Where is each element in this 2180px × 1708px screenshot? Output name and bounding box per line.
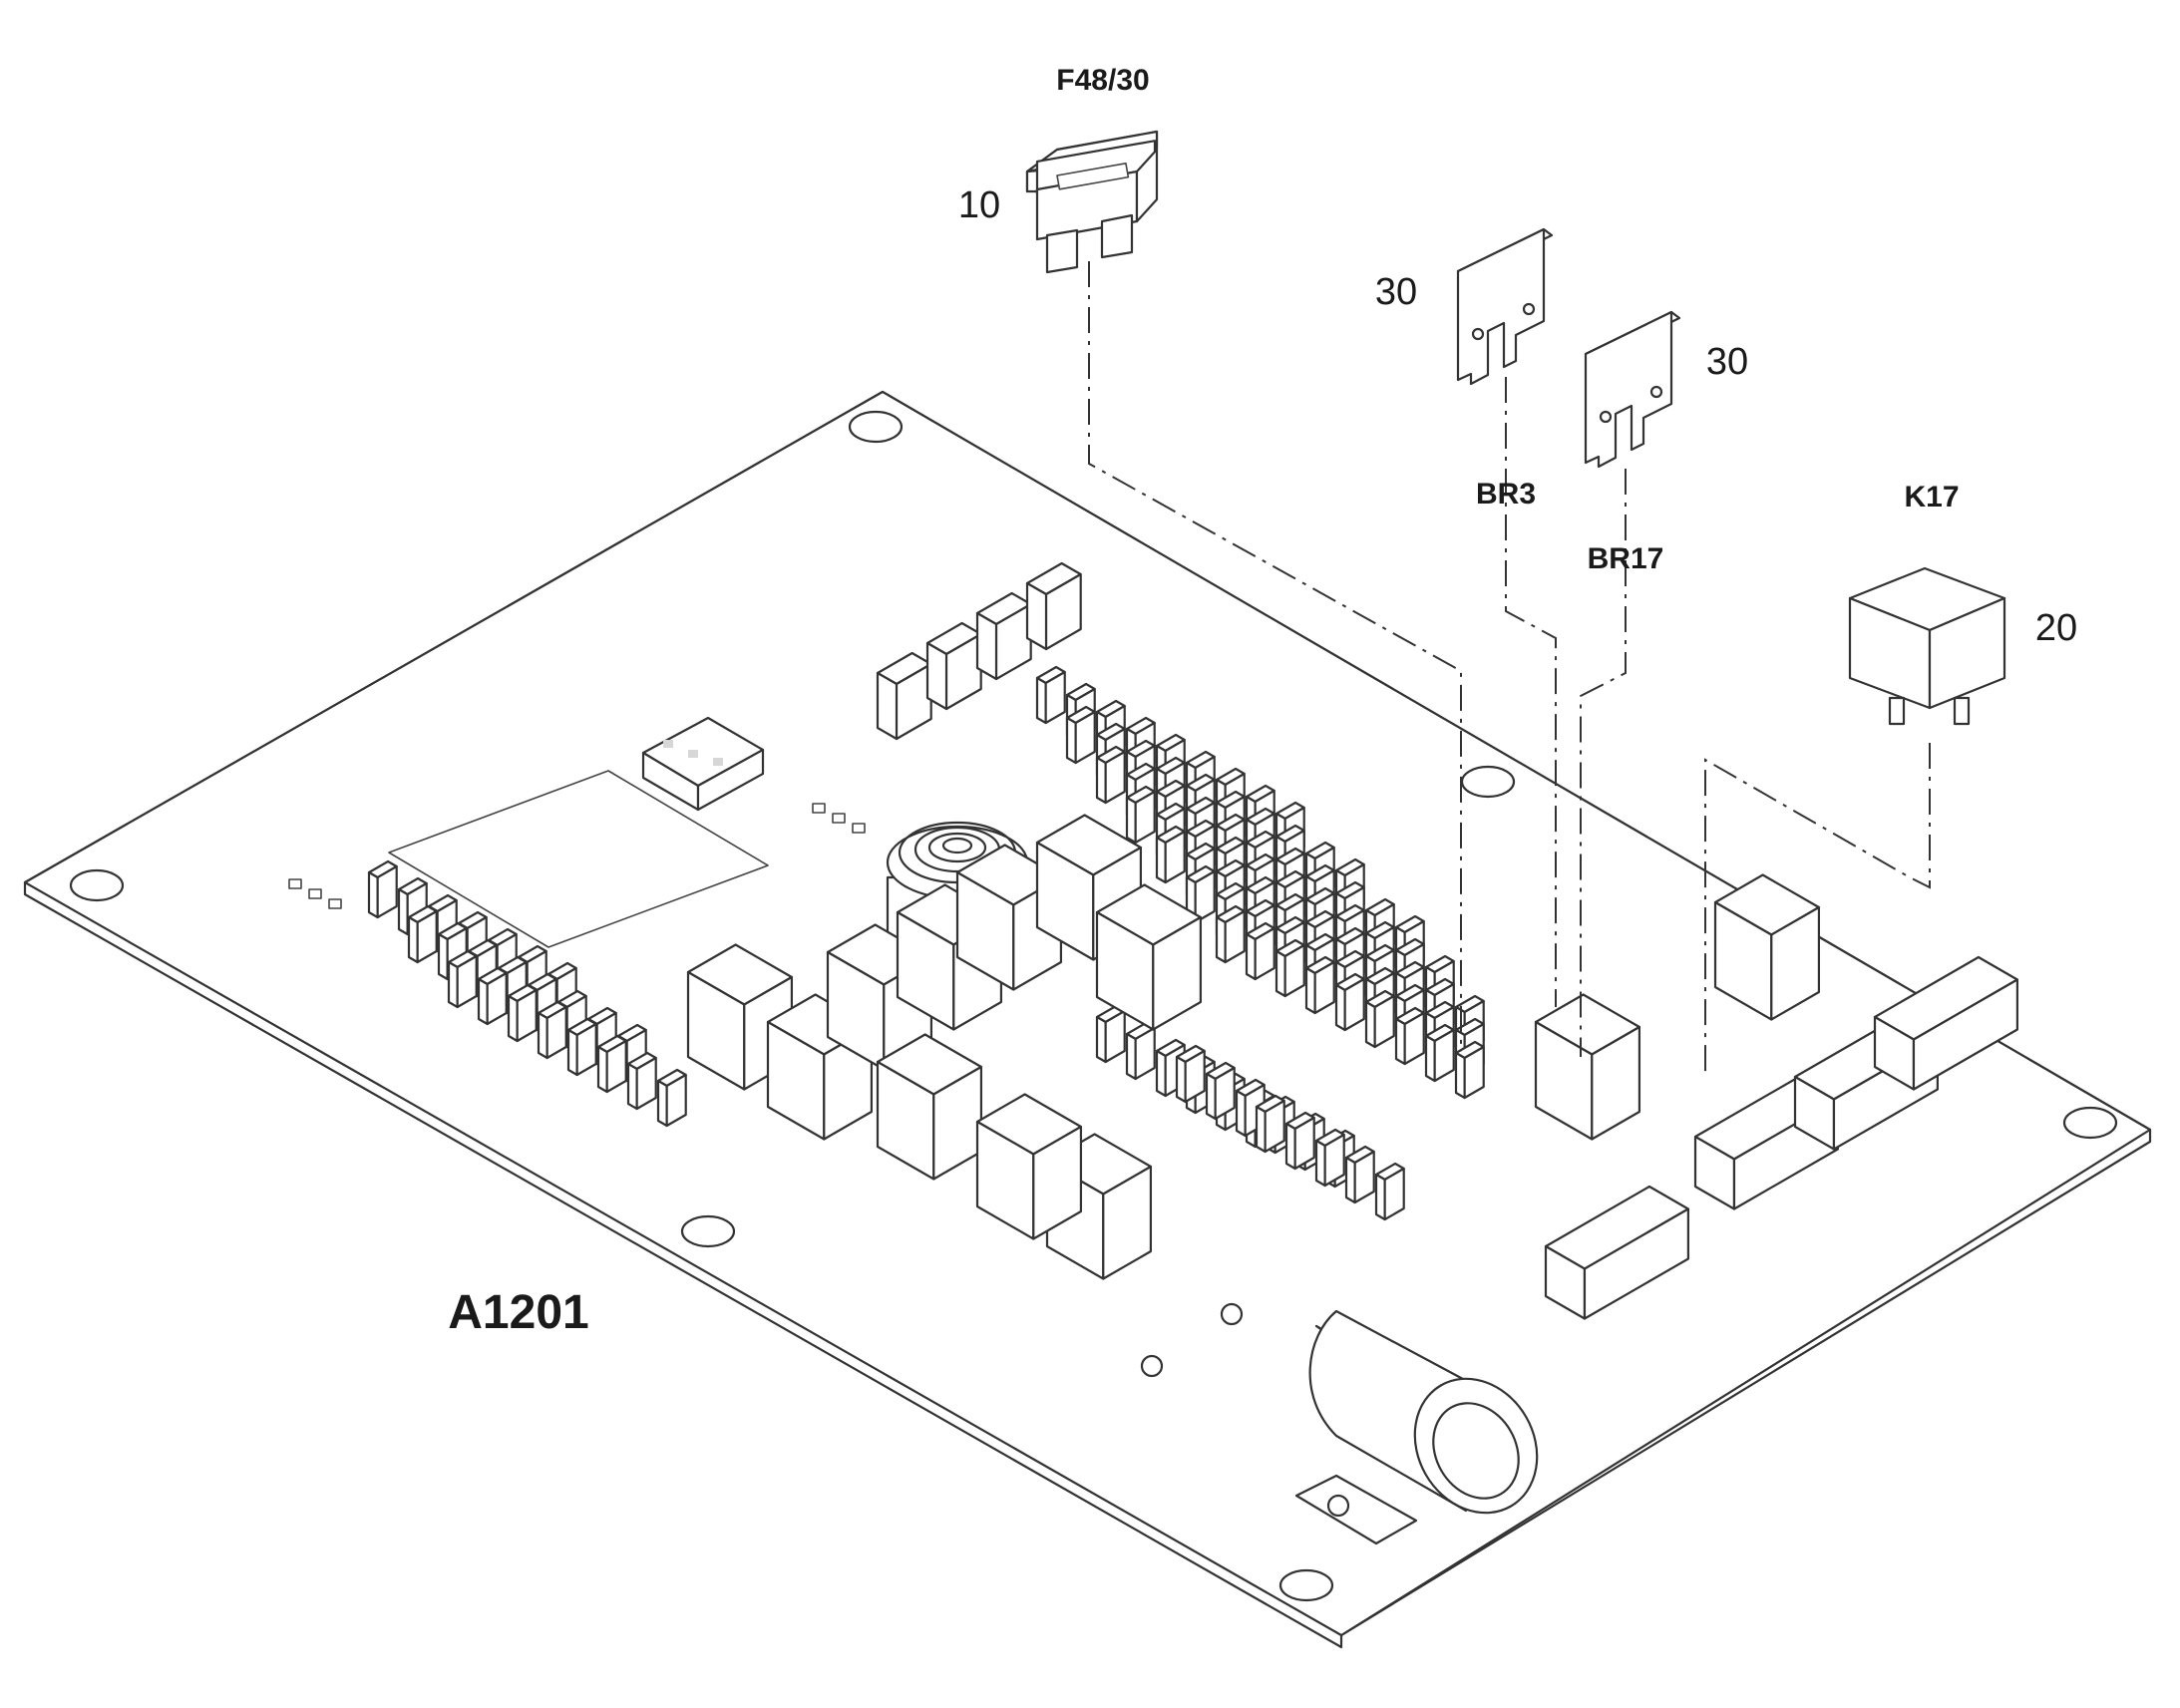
board-fuse	[566, 1017, 597, 1077]
board-relay	[975, 1093, 1083, 1240]
part-name-label: F48/30	[1056, 64, 1149, 97]
board-fuse	[507, 983, 538, 1043]
board-label: A1201	[448, 1286, 588, 1339]
board-connectors	[1544, 955, 2018, 1320]
board-fuse	[1314, 1128, 1345, 1188]
board-fuse	[1175, 1044, 1206, 1104]
part-qty-label: 10	[958, 184, 1000, 226]
board-fuse	[1065, 705, 1096, 765]
circuit-board	[23, 390, 2152, 1649]
board-fuse	[447, 949, 478, 1009]
part-qty-label: 20	[2035, 607, 2077, 649]
part-name-label: BR17	[1588, 542, 1664, 575]
board-fuse	[975, 591, 1032, 681]
board-fuse-array	[367, 561, 1485, 1221]
board-relay	[1095, 883, 1203, 1031]
part-name-label: K17	[1904, 481, 1959, 513]
relay-part-k17	[1848, 566, 2006, 726]
board-relay	[955, 844, 1063, 991]
board-fuse	[367, 859, 398, 919]
part-qty-label: 30	[1375, 271, 1417, 313]
board-fuse	[1025, 561, 1082, 651]
board-connector	[1544, 1185, 1689, 1320]
board-fuse	[1344, 1145, 1375, 1204]
small-connector	[641, 716, 765, 812]
part-qty-label: 30	[1706, 341, 1748, 383]
board-fuse	[407, 904, 438, 964]
board-fuse	[477, 966, 508, 1026]
board-fuse	[1245, 921, 1275, 981]
board-fuse	[656, 1068, 687, 1128]
board-fuse	[1364, 989, 1395, 1049]
board-fuse	[1284, 1111, 1315, 1171]
board-fuse	[1374, 1162, 1405, 1221]
board-fuse	[1205, 1061, 1236, 1121]
leader-lines	[1088, 261, 1931, 1077]
board-fuse	[1424, 1023, 1455, 1083]
board-fuse	[1035, 665, 1066, 725]
board-fuse	[537, 1000, 567, 1060]
board-fuse	[1095, 1004, 1126, 1064]
board-fuse	[1125, 1021, 1156, 1081]
board-relay	[1534, 993, 1641, 1141]
board-fuse	[1304, 955, 1335, 1015]
board-relay	[1713, 873, 1821, 1021]
board-fuse	[1255, 1094, 1285, 1154]
smd-pads	[288, 803, 866, 909]
board-fuse	[1155, 825, 1186, 884]
board-relays	[686, 814, 1821, 1280]
bridge-part-br3	[1456, 227, 1554, 386]
board-fuse	[1095, 745, 1126, 805]
board-fuse	[1274, 938, 1305, 998]
board-connector	[1873, 955, 2018, 1091]
mounting-holes	[69, 410, 2118, 1602]
part-name-label: BR3	[1476, 478, 1536, 511]
labels: F48/30 10 30 BR3 30 BR17 K17 20 A1201	[448, 64, 2077, 1339]
board-fuse	[596, 1034, 627, 1094]
board-fuse	[626, 1051, 657, 1111]
board-fuse	[1394, 1006, 1425, 1066]
board-fuse	[1125, 785, 1156, 845]
fuse-part	[1025, 130, 1159, 274]
bridge-part-br17	[1584, 310, 1681, 469]
board-fuse	[1454, 1040, 1485, 1100]
board-capacitor	[1140, 1302, 1539, 1545]
board-fuse	[1215, 904, 1246, 964]
board-fuse	[1334, 972, 1365, 1032]
